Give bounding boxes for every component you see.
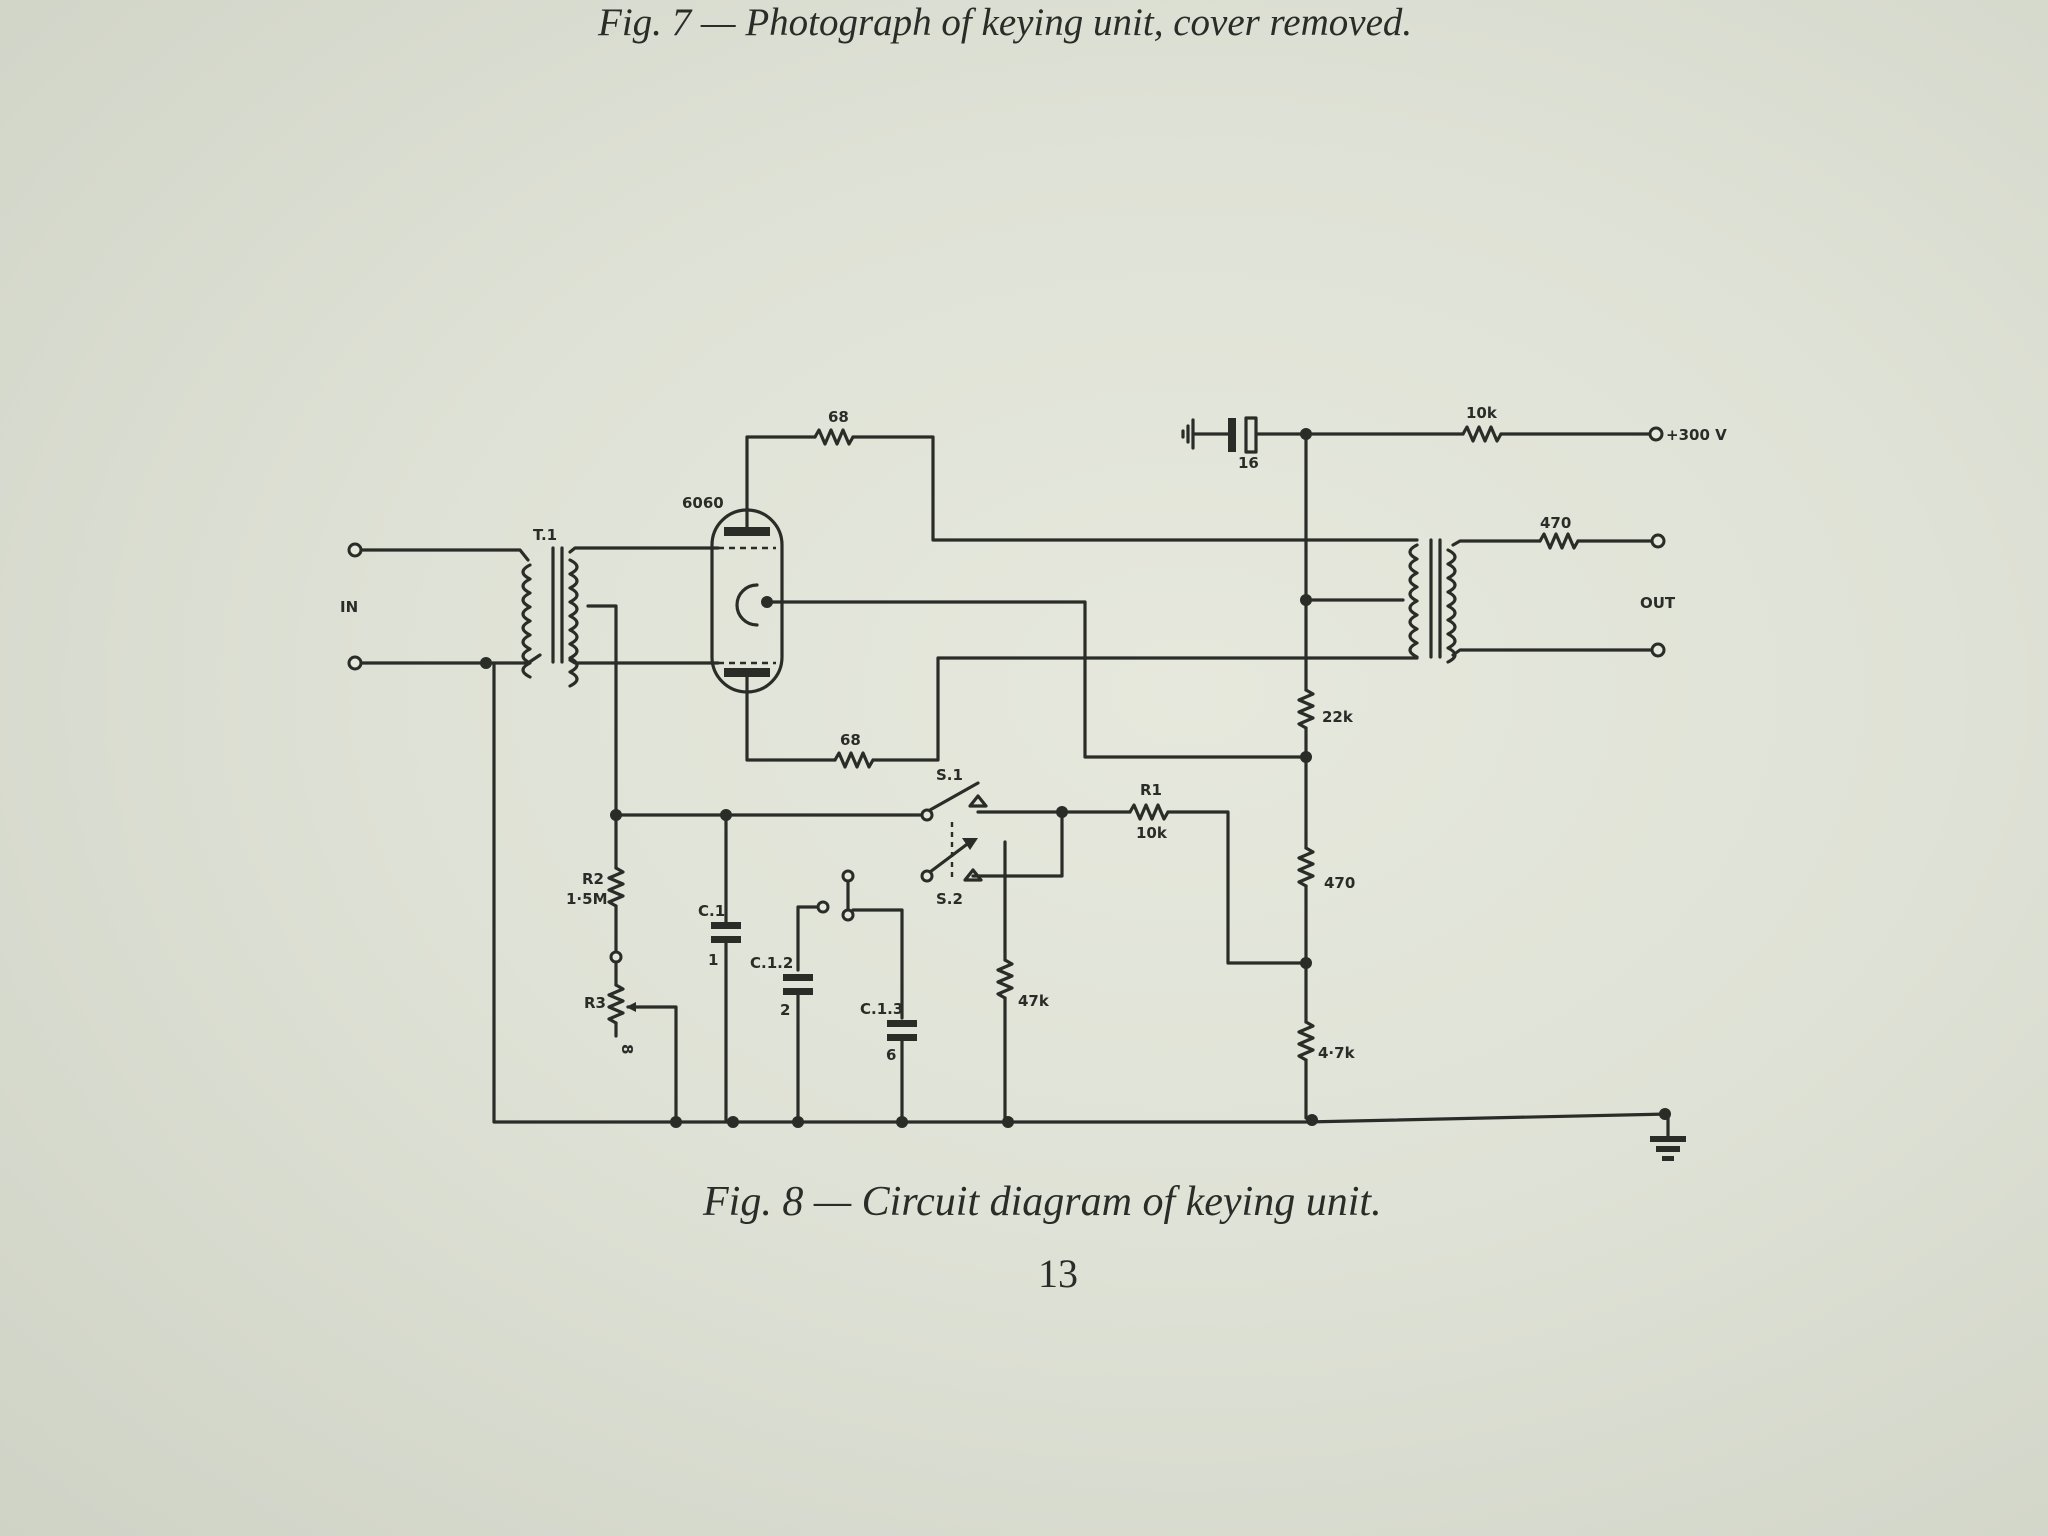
input-terminal-top: [347, 542, 363, 558]
r2-value: 1·5M: [566, 890, 608, 908]
output-bottom-wire: [1451, 648, 1654, 657]
r470-output-label: 470: [1540, 514, 1571, 532]
c12-label: C.1.2: [750, 954, 793, 972]
s1-label: S.1: [936, 766, 963, 784]
resistor-4-7k: [1297, 1020, 1315, 1062]
resistor-68-top: [813, 428, 855, 446]
switch-s2-arm[interactable]: [928, 840, 972, 874]
resistor-10k-supply: [1461, 425, 1503, 443]
out-label: OUT: [1640, 594, 1676, 612]
ground-symbol: [1650, 1112, 1686, 1161]
input-wire-bottom: [359, 653, 542, 665]
output-transformer: [1408, 538, 1457, 664]
r22k-label: 22k: [1322, 708, 1354, 726]
in-label: IN: [340, 598, 358, 616]
t1-secondary-top-wire: [568, 546, 720, 554]
r3-value: 8: [618, 1044, 636, 1054]
input-transformer-t1: T.1: [521, 526, 579, 688]
c12-wire: [796, 905, 820, 972]
output-terminal-top: [1650, 533, 1666, 549]
r4-7k-label: 4·7k: [1318, 1044, 1356, 1062]
ground-bus: [492, 661, 1670, 1124]
resistor-470-output: [1538, 532, 1580, 550]
r1-label: R1: [1140, 781, 1162, 799]
input-terminal-bottom: [347, 655, 363, 671]
supply-terminal: [1648, 426, 1664, 442]
anode-bottom-wire: [745, 675, 837, 762]
anode-top-wire: [745, 435, 817, 529]
supply-label: +300 V: [1666, 426, 1727, 444]
c1-label: C.1: [698, 902, 725, 920]
input-wire-top: [359, 548, 530, 562]
c13-wire: [851, 908, 904, 1020]
resistor-r1: [1128, 803, 1170, 821]
t1-secondary-bottom-wire: [568, 658, 720, 665]
s1-contact: [968, 794, 988, 808]
r3-label: R3: [584, 994, 606, 1012]
capacitor-16: 16: [1181, 416, 1308, 472]
c13-value: 6: [886, 1046, 896, 1064]
r68-bottom-label: 68: [840, 731, 861, 749]
resistor-22k: [1297, 688, 1315, 730]
c12-value: 2: [780, 1001, 790, 1019]
output-top-wire: [1451, 539, 1542, 547]
c1-value: 1: [708, 951, 718, 969]
t1-centre-tap-wire: [586, 604, 618, 817]
switch-s1-arm[interactable]: [928, 781, 980, 812]
t1-label: T.1: [533, 526, 557, 544]
resistor-470: [1297, 846, 1315, 888]
top-primary-wire: [851, 435, 1419, 542]
cathode-wire: [771, 600, 1308, 759]
bottom-primary-wire: [871, 656, 1419, 762]
resistor-47k: [996, 958, 1014, 1000]
figure-7-caption: Fig. 7 — Photograph of keying unit, cove…: [598, 1, 1413, 44]
r47k-label: 47k: [1018, 992, 1050, 1010]
r2-label: R2: [582, 870, 604, 888]
figure-8-caption: Fig. 8 — Circuit diagram of keying unit.: [703, 1179, 1382, 1225]
resistor-68-bottom: [833, 751, 875, 769]
r68-top-label: 68: [828, 408, 849, 426]
r470-label: 470: [1324, 874, 1355, 892]
r1-value: 10k: [1136, 824, 1168, 842]
s2-label: S.2: [936, 890, 963, 908]
tube-label: 6060: [682, 494, 724, 512]
resistor-r2: [607, 866, 625, 908]
c13-label: C.1.3: [860, 1000, 903, 1018]
r10k-top-label: 10k: [1466, 404, 1498, 422]
r3-wiper-wire: [626, 1005, 678, 1124]
output-terminal-bottom: [1650, 642, 1666, 658]
page-number: 13: [1038, 1251, 1078, 1296]
cap-16-label: 16: [1238, 454, 1259, 472]
potentiometer-r3[interactable]: [607, 983, 625, 1025]
